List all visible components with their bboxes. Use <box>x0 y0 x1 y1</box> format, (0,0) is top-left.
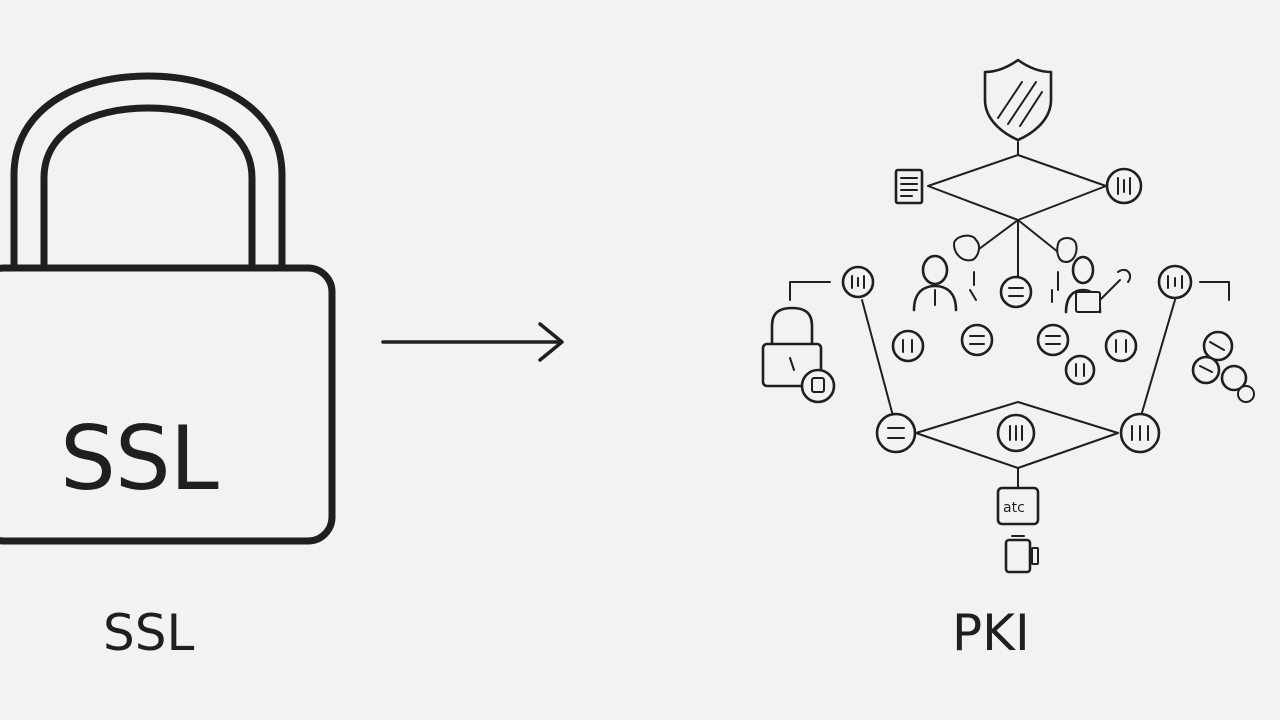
padlock-label: SSL <box>60 407 219 510</box>
person-icon <box>912 254 958 312</box>
svg-text:atc: atc <box>1003 500 1025 516</box>
pki-connector-lines <box>789 141 1230 489</box>
document-icon <box>894 168 924 205</box>
device-icon: atc <box>996 486 1040 526</box>
certificate-node-icon <box>1105 167 1143 205</box>
server-node-icon <box>960 323 994 357</box>
server-node-icon <box>999 275 1033 309</box>
small-padlock-icon <box>761 306 836 404</box>
user-group-icon <box>912 234 1132 314</box>
server-node-icon <box>1104 329 1138 363</box>
pki-caption: PKI <box>952 604 1030 662</box>
server-node-icon <box>1036 323 1070 357</box>
server-node-icon <box>1064 354 1096 386</box>
padlock-icon <box>0 72 336 545</box>
right-arrow-icon <box>381 322 564 362</box>
server-node-icon <box>1157 264 1193 300</box>
pki-network: atc <box>761 58 1255 574</box>
server-node-icon <box>996 413 1036 453</box>
server-node-icon <box>875 412 917 454</box>
ssl-caption: SSL <box>103 604 195 662</box>
device-icon <box>1004 535 1039 574</box>
server-node-icon <box>1119 412 1161 454</box>
key-chain-icon <box>1191 330 1255 403</box>
shield-icon <box>983 58 1053 142</box>
server-node-icon <box>841 265 875 299</box>
server-node-icon <box>891 329 925 363</box>
